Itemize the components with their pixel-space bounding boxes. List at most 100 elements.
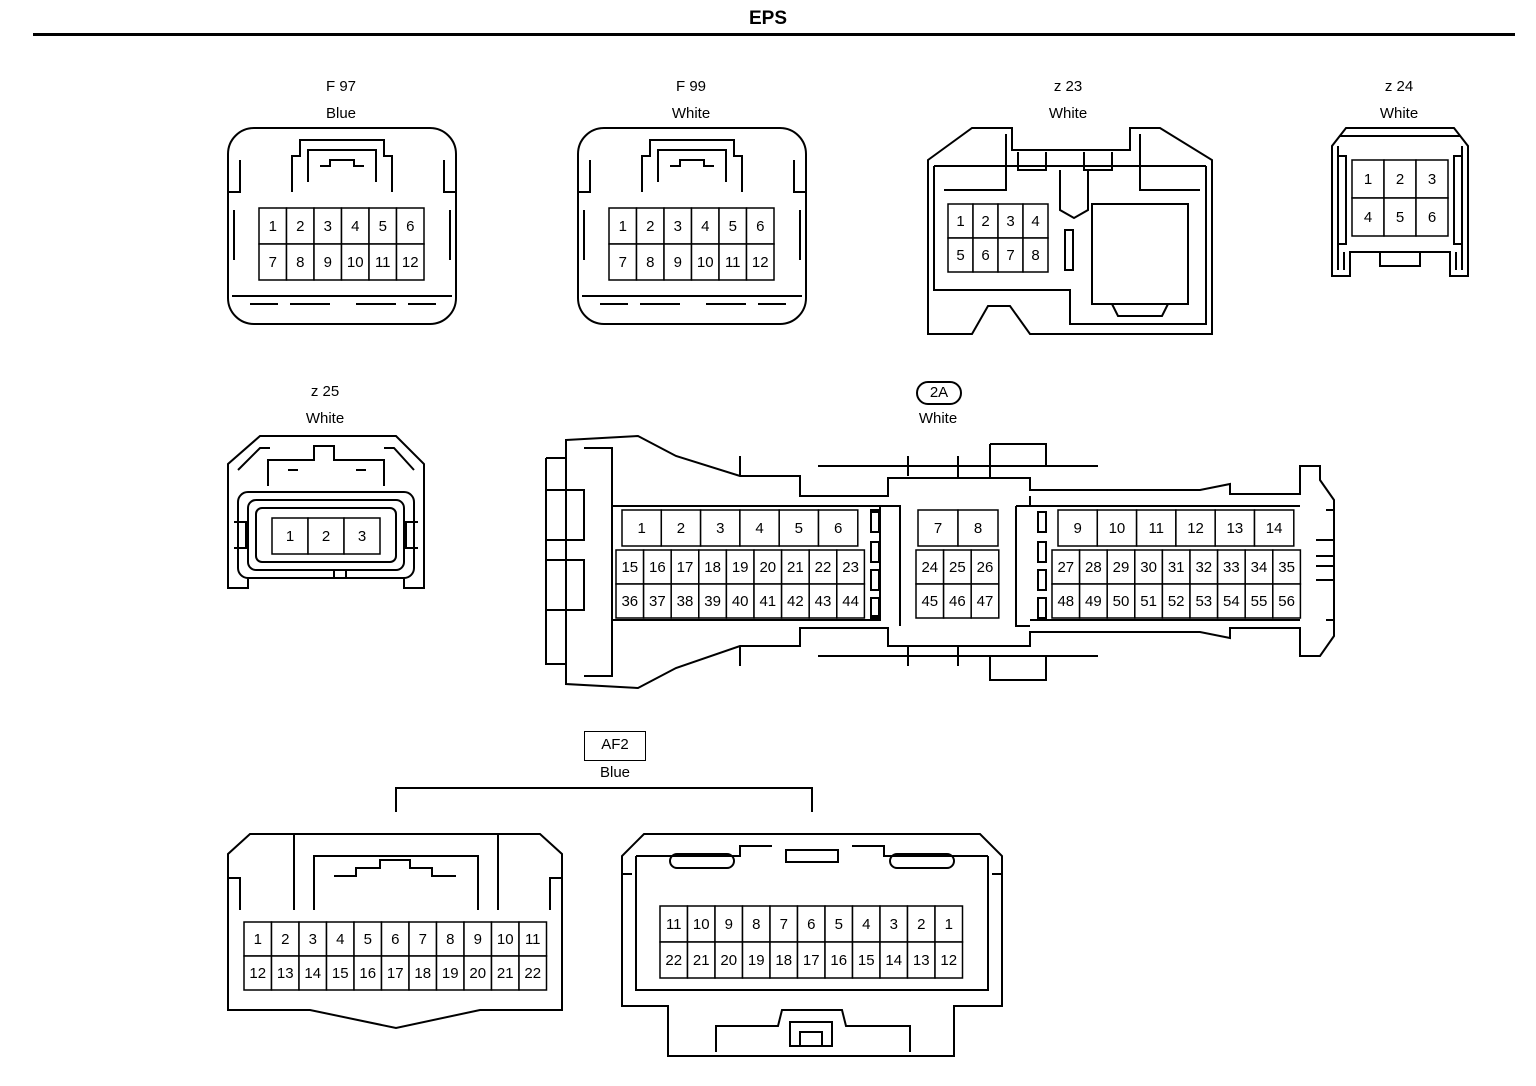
f99-pin-label: 9 bbox=[674, 254, 682, 271]
z25-pin-label: 1 bbox=[286, 528, 294, 545]
c2a-pin-label: 22 bbox=[815, 559, 832, 576]
f97-pin-4: 4 bbox=[340, 207, 370, 245]
af2-left-pin-1: 1 bbox=[243, 921, 273, 957]
c2a-pin-3: 3 bbox=[699, 509, 741, 547]
z25-code-label: z 25 bbox=[310, 383, 340, 400]
af2-right-pin-label: 17 bbox=[803, 952, 820, 969]
c2a-pin-48: 48 bbox=[1051, 583, 1081, 619]
z23-pin-label: 8 bbox=[1031, 247, 1039, 264]
f97-pin-label: 4 bbox=[351, 218, 359, 235]
c2a-pin-label: 24 bbox=[921, 559, 938, 576]
af2-right-pin-17: 17 bbox=[796, 941, 826, 979]
af2-left-pin-label: 6 bbox=[391, 931, 399, 948]
af2-right-pin-13: 13 bbox=[906, 941, 936, 979]
c2a-pin-11: 11 bbox=[1135, 509, 1177, 547]
z23-pin-label: 2 bbox=[981, 213, 989, 230]
c2a-pin-label: 23 bbox=[842, 559, 859, 576]
c2a-pin-19: 19 bbox=[725, 549, 755, 585]
c2a-pin-43: 43 bbox=[808, 583, 838, 619]
f99-pin-label: 1 bbox=[619, 218, 627, 235]
z24-housing bbox=[1331, 127, 1469, 277]
c2a-pin-26: 26 bbox=[970, 549, 1000, 585]
f99-housing bbox=[577, 127, 807, 325]
af2-right-pin-11: 11 bbox=[659, 905, 689, 943]
af2-left-pin-4: 4 bbox=[325, 921, 355, 957]
page-title: EPS bbox=[748, 8, 788, 29]
af2-right-pin-label: 14 bbox=[885, 952, 902, 969]
f99-pin-11: 11 bbox=[718, 243, 748, 281]
z24-pin-4: 4 bbox=[1351, 197, 1385, 237]
c2a-pin-35: 35 bbox=[1272, 549, 1302, 585]
af2-bracket bbox=[395, 787, 813, 812]
z25-pin-label: 3 bbox=[358, 528, 366, 545]
z24-color-label: White bbox=[1379, 105, 1419, 122]
c2a-pin-50: 50 bbox=[1106, 583, 1136, 619]
c2a-pin-38: 38 bbox=[670, 583, 700, 619]
c2a-pin-39: 39 bbox=[698, 583, 728, 619]
af2-left-pin-label: 8 bbox=[446, 931, 454, 948]
af2-right-pin-9: 9 bbox=[714, 905, 744, 943]
f97-color-label: Blue bbox=[325, 105, 357, 122]
c2a-pin-22: 22 bbox=[808, 549, 838, 585]
af2-right-pin-label: 7 bbox=[780, 916, 788, 933]
c2a-pin-label: 34 bbox=[1251, 559, 1268, 576]
af2-left-pin-label: 22 bbox=[524, 965, 541, 982]
af2-right-pin-label: 9 bbox=[725, 916, 733, 933]
c2a-pin-10: 10 bbox=[1096, 509, 1138, 547]
af2-right-pin-label: 19 bbox=[748, 952, 765, 969]
c2a-pin-label: 56 bbox=[1278, 593, 1295, 610]
af2-right-pin-18: 18 bbox=[769, 941, 799, 979]
f97-code-label: F 97 bbox=[325, 78, 356, 95]
af2-left-pin-2: 2 bbox=[270, 921, 300, 957]
title-rule bbox=[33, 33, 1515, 36]
z23-pin-1: 1 bbox=[947, 203, 974, 239]
c2a-side-pins bbox=[870, 511, 1047, 619]
z23-pin-5: 5 bbox=[947, 237, 974, 273]
af2-left-pin-label: 1 bbox=[254, 931, 262, 948]
af2-left-pin-label: 15 bbox=[332, 965, 349, 982]
af2-right-pin-2: 2 bbox=[906, 905, 936, 943]
f99-pin-label: 5 bbox=[729, 218, 737, 235]
c2a-pin-label: 16 bbox=[649, 559, 666, 576]
af2-left-pin-label: 17 bbox=[387, 965, 404, 982]
c2a-pin-label: 26 bbox=[977, 559, 994, 576]
z23-pin-label: 1 bbox=[956, 213, 964, 230]
c2a-pin-label: 15 bbox=[621, 559, 638, 576]
c2a-code-badge: 2A bbox=[916, 381, 962, 405]
f99-pin-label: 11 bbox=[725, 254, 741, 271]
f99-code-label: F 99 bbox=[675, 78, 706, 95]
af2-right-pin-label: 12 bbox=[940, 952, 957, 969]
z23-pin-3: 3 bbox=[997, 203, 1024, 239]
c2a-pin-label: 47 bbox=[977, 593, 994, 610]
c2a-pin-label: 48 bbox=[1057, 593, 1074, 610]
af2-code-badge: AF2 bbox=[584, 731, 646, 761]
af2-right-housing bbox=[621, 833, 1003, 1057]
af2-left-pin-7: 7 bbox=[408, 921, 438, 957]
c2a-pin-label: 37 bbox=[649, 593, 666, 610]
c2a-pin-30: 30 bbox=[1134, 549, 1164, 585]
f97-pin-3: 3 bbox=[313, 207, 343, 245]
af2-right-pin-7: 7 bbox=[769, 905, 799, 943]
f97-pin-2: 2 bbox=[285, 207, 315, 245]
af2-right-pin-5: 5 bbox=[824, 905, 854, 943]
c2a-pin-1: 1 bbox=[621, 509, 663, 547]
f99-pin-3: 3 bbox=[663, 207, 693, 245]
c2a-pin-label: 28 bbox=[1085, 559, 1102, 576]
c2a-housing bbox=[545, 434, 1335, 690]
c2a-pin-12: 12 bbox=[1175, 509, 1216, 547]
z24-pin-2: 2 bbox=[1383, 159, 1417, 199]
z24-pin-label: 5 bbox=[1396, 209, 1404, 226]
c2a-pin-label: 36 bbox=[621, 593, 638, 610]
f97-pin-label: 11 bbox=[375, 254, 391, 271]
z24-code-label: z 24 bbox=[1384, 78, 1414, 95]
c2a-pin-label: 25 bbox=[949, 559, 966, 576]
af2-right-pin-10: 10 bbox=[686, 905, 716, 943]
c2a-pin-8: 8 bbox=[957, 509, 999, 547]
c2a-pin-label: 45 bbox=[921, 593, 938, 610]
f99-pin-label: 6 bbox=[756, 218, 764, 235]
f99-pin-label: 3 bbox=[674, 218, 682, 235]
c2a-pin-label: 17 bbox=[677, 559, 694, 576]
c2a-pin-47: 47 bbox=[970, 583, 1000, 619]
af2-right-pin-label: 8 bbox=[752, 916, 760, 933]
f97-pin-label: 8 bbox=[296, 254, 304, 271]
